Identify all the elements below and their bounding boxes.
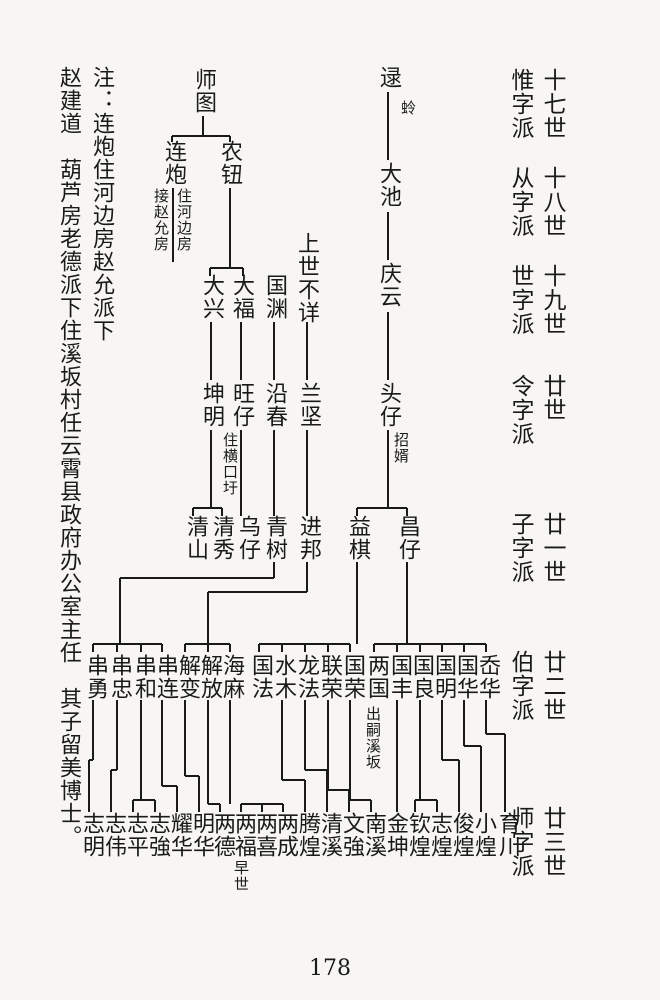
- person-wangzai: 旺仔: [229, 382, 254, 428]
- generation-pai: 从字派: [507, 166, 533, 238]
- person-zhihuang: 志煌: [427, 812, 452, 858]
- person-zhiwei: 志伟: [101, 812, 126, 858]
- person-yaohua: 耀华: [167, 812, 192, 858]
- person-lianrong: 联荣: [317, 654, 342, 700]
- person-tenghuang: 腾煌: [295, 812, 320, 858]
- person-haima: 海麻: [219, 654, 244, 700]
- annotation-zhaoxu: 招婿: [392, 432, 410, 464]
- person-dachi: 大池: [376, 162, 401, 208]
- person-guofeng: 国丰: [387, 654, 412, 700]
- note-2: 赵建道 葫芦房老德派下住溪坂村任云霄县政府办公室主任 其子留美博士。: [56, 66, 81, 848]
- person-lu: 逯: [376, 66, 401, 89]
- person-shangshi: 上世不详: [294, 232, 319, 324]
- person-qingshu: 青树: [262, 515, 287, 561]
- generation-label: 廿二世: [539, 650, 565, 722]
- person-chuanzhong: 串忠: [107, 654, 132, 700]
- person-nanxi: 南溪: [361, 812, 386, 858]
- person-lianpao: 连炮: [161, 140, 186, 186]
- person-jiefang: 解放: [197, 654, 222, 700]
- person-qingshan: 清山: [183, 515, 208, 561]
- annotation-zhuhengkouyu: 住横口圩: [221, 432, 239, 496]
- person-zhiping: 志平: [123, 812, 148, 858]
- person-qinhuang: 钦煌: [405, 812, 430, 858]
- person-wuzai: 乌仔: [235, 515, 260, 561]
- note-1: 注：连炮住河边房赵允派下: [89, 66, 114, 342]
- annotation-jiezhaoyunfang: 接赵允房: [152, 188, 170, 252]
- annotation-zaoshi: 早世: [232, 860, 250, 892]
- person-chuanyong: 串勇: [83, 654, 108, 700]
- person-dafu: 大福: [229, 274, 254, 320]
- person-kunming: 坤明: [199, 382, 224, 428]
- person-liangcheng: 两成: [273, 812, 298, 858]
- person-taihua: 岙华: [475, 654, 500, 700]
- person-qingxiu: 清秀: [209, 515, 234, 561]
- generation-label: 十九世: [539, 264, 565, 336]
- person-yiqi: 益棋: [345, 515, 370, 561]
- person-guoliang: 国良: [409, 654, 434, 700]
- person-shitu: 师图: [191, 68, 216, 114]
- person-nongniu: 农钮: [217, 140, 242, 186]
- person-chuanlian: 串连: [153, 654, 178, 700]
- generation-label: 廿三世: [539, 806, 565, 878]
- person-wenqiang: 文強: [339, 812, 364, 858]
- generation-label: 十八世: [539, 166, 565, 238]
- generation-pai: 惟字派: [507, 68, 533, 140]
- person-jinbang: 进邦: [296, 515, 321, 561]
- person-liangguo: 两国: [364, 654, 389, 700]
- person-guohua: 国华: [453, 654, 478, 700]
- person-qingyun: 庆云: [376, 262, 401, 308]
- generation-pai: 师字派: [507, 806, 533, 878]
- person-chuanhe: 串和: [131, 654, 156, 700]
- generation-pai: 世字派: [507, 264, 533, 336]
- person-jiebian: 解变: [175, 654, 200, 700]
- person-guoyuan: 国渊: [262, 274, 287, 320]
- person-yanchun: 沿春: [262, 382, 287, 428]
- generation-label: 廿一世: [539, 512, 565, 584]
- person-guofa: 国法: [248, 654, 273, 700]
- person-liangxi: 两喜: [252, 812, 277, 858]
- person-touzai: 头仔: [376, 382, 401, 428]
- person-zhiqiang: 志強: [145, 812, 170, 858]
- person-liangfu: 两福: [231, 812, 256, 858]
- generation-pai: 子字派: [507, 512, 533, 584]
- person-guorong: 国荣: [340, 654, 365, 700]
- person-qingxi: 清溪: [317, 812, 342, 858]
- person-guoming: 国明: [431, 654, 456, 700]
- annotation-ling: 蛉: [399, 100, 417, 116]
- page-number: 178: [309, 956, 351, 981]
- annotation-zhuhebianfang: 住河边房: [175, 188, 193, 252]
- person-changzai: 昌仔: [395, 515, 420, 561]
- person-yuchuan: 育川: [495, 812, 520, 858]
- generation-pai: 令字派: [507, 374, 533, 446]
- annotation-chusixiban: 出嗣溪坂: [364, 706, 382, 770]
- generation-pai: 伯字派: [507, 650, 533, 722]
- person-jinkun: 金坤: [383, 812, 408, 858]
- person-xiaohuang: 小煌: [471, 812, 496, 858]
- person-junhuang: 俊煌: [449, 812, 474, 858]
- person-zhiming: 志明: [79, 812, 104, 858]
- person-lanjian: 兰坚: [296, 382, 321, 428]
- generation-label: 十七世: [539, 68, 565, 140]
- person-shuimu: 水木: [271, 654, 296, 700]
- person-liangde: 两德: [210, 812, 235, 858]
- person-daxing: 大兴: [199, 274, 224, 320]
- person-minghua: 明华: [189, 812, 214, 858]
- generation-label: 廿世: [539, 374, 565, 422]
- person-longfa: 龙法: [294, 654, 319, 700]
